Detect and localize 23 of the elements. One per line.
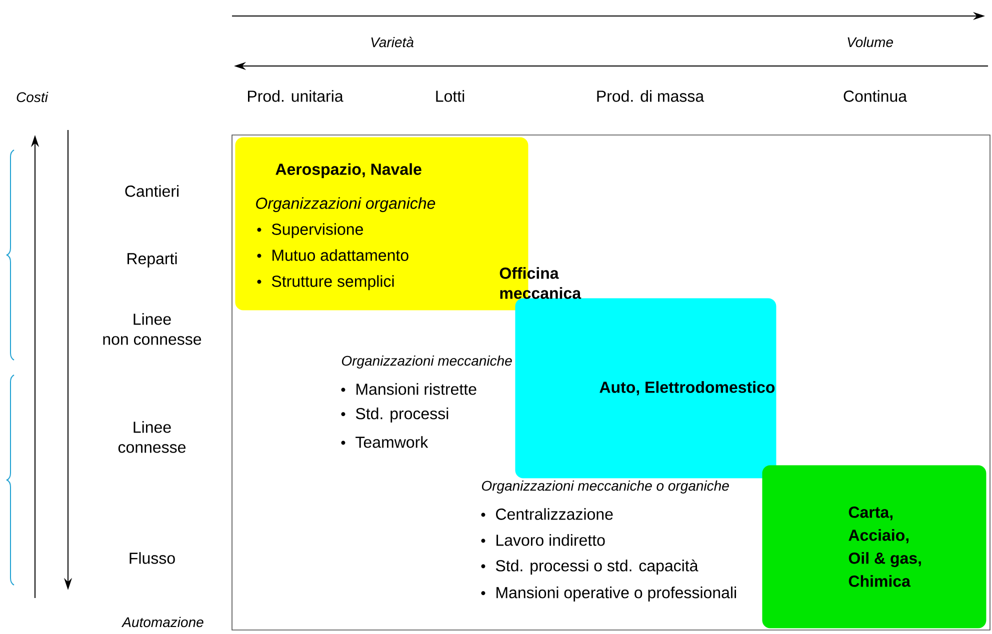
column-header: Lotti <box>436 90 464 102</box>
axis-label: Costi <box>16 92 48 102</box>
bullet-item: Std. processi <box>341 408 448 422</box>
row-header: Reparti <box>128 252 177 268</box>
bullet-item: Mansioni ristrette <box>341 383 476 395</box>
row-header: Linee non connesse <box>103 313 202 345</box>
axis-label: Varietà <box>371 36 414 48</box>
row-header: Flusso <box>130 552 175 564</box>
bullet-item: Lavoro indiretto <box>481 534 605 546</box>
bullet-item: Centralizzazione <box>481 508 613 520</box>
list-heading: Organizzazioni meccaniche o organiche <box>482 480 729 494</box>
bullet-item: Mansioni operative o professionali <box>481 586 736 602</box>
bullet-item: Std. processi o std. capacità <box>481 559 698 575</box>
row-header: Linee connesse <box>118 421 186 453</box>
column-header: Continua <box>844 90 908 102</box>
column-header: Prod. di massa <box>597 90 704 102</box>
bullet-item: Teamwork <box>341 436 428 448</box>
axis-label: Automazione <box>121 616 204 628</box>
sector-box: Carta, Acciaio, Oil & gas, Chimica <box>762 465 986 628</box>
row-header: Cantieri <box>125 185 178 197</box>
axis-label: Volume <box>848 36 893 48</box>
column-header: Prod. unitaria <box>248 90 344 102</box>
sector-box: Auto, Elettrodomestico <box>515 298 776 478</box>
